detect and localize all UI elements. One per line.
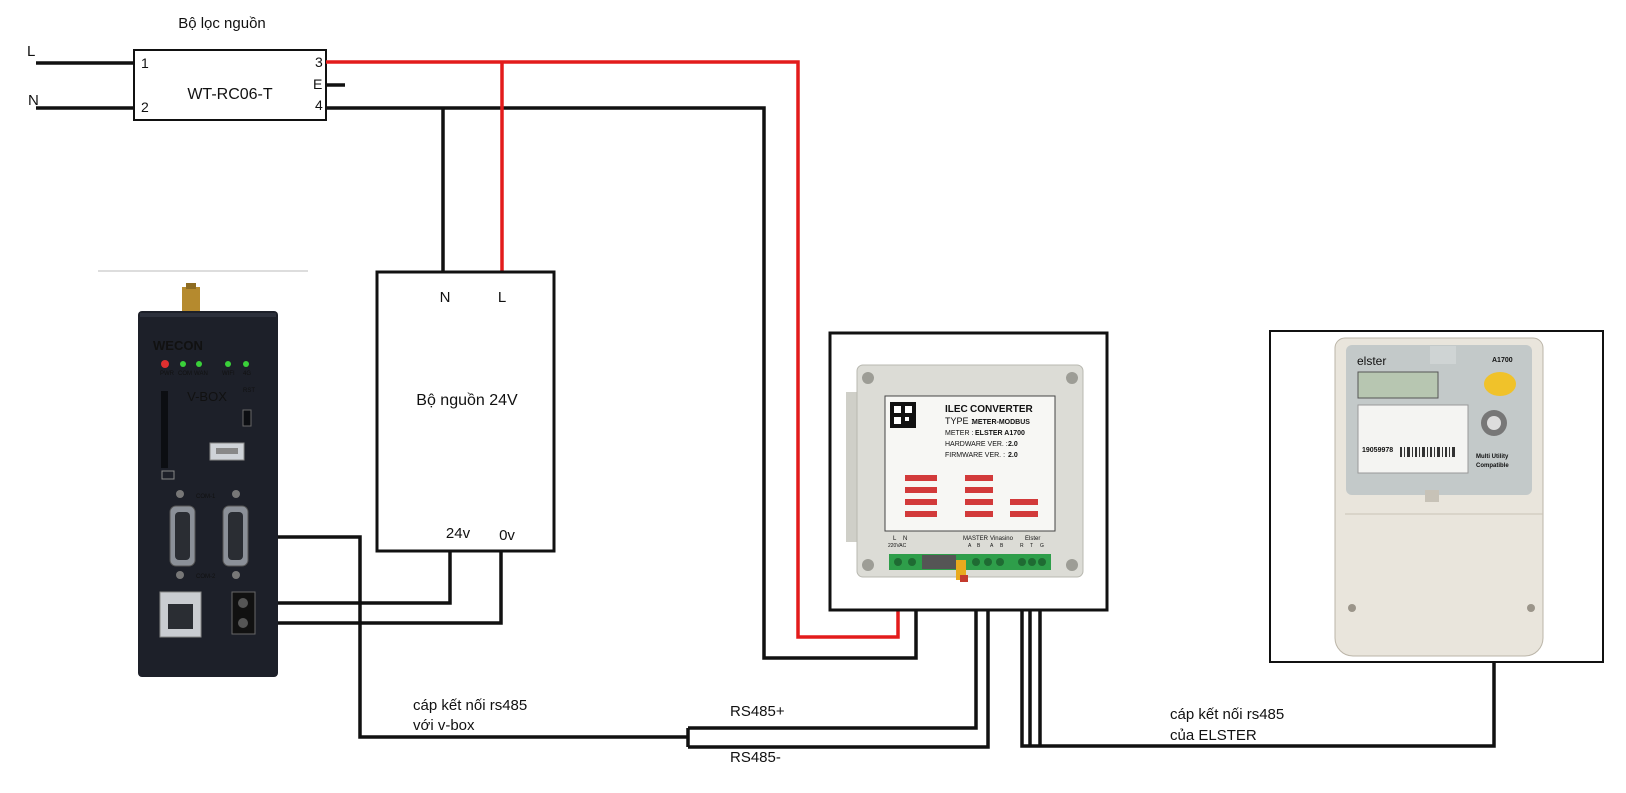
filter-box	[133, 49, 327, 121]
elster-meter: elster A1700 19059978 Multi Utility Com	[1269, 330, 1604, 663]
vbox-leds: PWR COM WAN WIFI 4G	[160, 360, 251, 377]
led-com-icon	[180, 361, 186, 367]
svg-text:L: L	[893, 536, 897, 542]
svg-text:A: A	[990, 543, 994, 549]
vbox-power-terminal	[231, 591, 256, 635]
svg-text:MASTER: MASTER	[963, 536, 989, 542]
vbox-cable-label-1: cáp kết nối rs485	[413, 697, 527, 714]
vbox-model: V-BOX	[187, 389, 227, 404]
vbox-body	[138, 311, 278, 677]
led-pwr-icon	[161, 360, 169, 368]
meter-button-icon	[1484, 372, 1516, 396]
psu-terminal-24v: 24v	[446, 525, 471, 542]
svg-text:2.0: 2.0	[1008, 452, 1018, 459]
svg-text:COM: COM	[178, 371, 192, 377]
com-ports: COM-1 COM-2	[169, 490, 249, 580]
wire-live-to-converter	[326, 60, 900, 639]
svg-text:TYPE :: TYPE :	[945, 416, 974, 426]
svg-text:T: T	[1030, 543, 1033, 549]
svg-text:Multi Utility: Multi Utility	[1476, 454, 1509, 460]
svg-text:N: N	[903, 536, 907, 542]
svg-text:B: B	[1000, 543, 1004, 549]
wire-vbox-rs485	[250, 535, 688, 739]
wire-rs485-minus	[688, 563, 990, 749]
filter-pin-1: 1	[141, 55, 149, 71]
svg-text:Elster: Elster	[1025, 536, 1040, 542]
led-wan-icon	[196, 361, 202, 367]
svg-text:WAN: WAN	[194, 371, 208, 377]
led-4g-icon	[243, 361, 249, 367]
red-wires	[326, 60, 900, 639]
svg-text:HARDWARE VER. :: HARDWARE VER. :	[945, 441, 1008, 448]
filter-title: Bộ lọc nguồn	[178, 15, 266, 32]
vbox-cable-label-2: với v-box	[413, 717, 475, 734]
svg-text:METER :: METER :	[945, 430, 973, 437]
converter-brand: ILEC	[945, 404, 968, 415]
wire-0v-to-vbox	[236, 551, 503, 625]
meter-lcd	[1357, 371, 1439, 399]
meter-model: A1700	[1492, 357, 1513, 364]
psu-title: Bộ nguồn 24V	[416, 392, 518, 409]
dip-switch-rows	[905, 475, 1038, 517]
svg-text:PWR: PWR	[160, 371, 175, 377]
svg-text:G: G	[1040, 543, 1044, 549]
psu-terminal-0v: 0v	[499, 527, 515, 544]
meter-barcode	[1400, 447, 1455, 457]
svg-text:B: B	[977, 543, 981, 549]
svg-text:FIRMWARE VER. :: FIRMWARE VER. :	[945, 452, 1005, 459]
filter-pin-4: 4	[315, 97, 323, 113]
sd-slot	[161, 391, 168, 468]
psu-terminal-n: N	[440, 289, 451, 306]
antenna-icon	[182, 287, 200, 311]
svg-text:220VAC: 220VAC	[888, 543, 907, 549]
power-filter: Bộ lọc nguồn WT-RC06-T 1 2 3 E 4 L N	[27, 15, 327, 121]
svg-text:WIFI: WIFI	[222, 371, 235, 377]
svg-text:METER-MODBUS: METER-MODBUS	[972, 419, 1030, 426]
svg-text:A: A	[968, 543, 972, 549]
svg-text:R: R	[1020, 543, 1024, 549]
meter-nameplate	[1357, 404, 1469, 474]
vbox-device: WECON PWR COM WAN WIFI 4G RST V-BOX COM-…	[98, 270, 308, 677]
converter-title: CONVERTER	[970, 404, 1034, 415]
psu-box	[375, 270, 556, 553]
svg-text:COM-2: COM-2	[196, 574, 216, 580]
rs485-minus-label: RS485-	[730, 749, 781, 766]
meter-brand: elster	[1357, 354, 1386, 368]
wire-24v-to-vbox	[236, 551, 452, 605]
meter-lock-icon	[1487, 416, 1501, 430]
wire-neutral-to-converter	[326, 106, 918, 660]
meter-serial: 19059978	[1362, 447, 1393, 454]
wire-rs485-plus	[688, 563, 978, 730]
svg-text:ELSTER A1700: ELSTER A1700	[975, 430, 1025, 437]
led-wifi-icon	[225, 361, 231, 367]
filter-pin-2: 2	[141, 99, 149, 115]
filter-model: WT-RC06-T	[187, 86, 273, 103]
elster-cable-label-2: của ELSTER	[1170, 727, 1257, 744]
svg-text:2.0: 2.0	[1008, 441, 1018, 448]
svg-text:Compatible: Compatible	[1476, 463, 1509, 469]
svg-text:Vinasino: Vinasino	[990, 536, 1014, 542]
input-n-label: N	[28, 92, 39, 109]
converter-module: ILEC CONVERTER TYPE : METER-MODBUS METER…	[828, 331, 1109, 612]
cable-labels: cáp kết nối rs485 với v-box RS485+ RS485…	[413, 697, 1284, 766]
input-l-label: L	[27, 43, 35, 60]
svg-text:RST: RST	[243, 388, 255, 394]
filter-pin-e: E	[313, 76, 322, 92]
qr-code-icon	[890, 402, 916, 428]
rs485-plus-label: RS485+	[730, 703, 785, 720]
svg-text:COM-1: COM-1	[196, 494, 216, 500]
power-supply-24v: N L Bộ nguồn 24V 24v 0v	[375, 270, 556, 553]
svg-text:4G: 4G	[243, 371, 251, 377]
psu-terminal-l: L	[498, 289, 506, 306]
mini-usb-port	[242, 409, 252, 427]
vbox-brand: WECON	[153, 338, 203, 353]
filter-pin-3: 3	[315, 54, 323, 70]
elster-cable-label-1: cáp kết nối rs485	[1170, 706, 1284, 723]
